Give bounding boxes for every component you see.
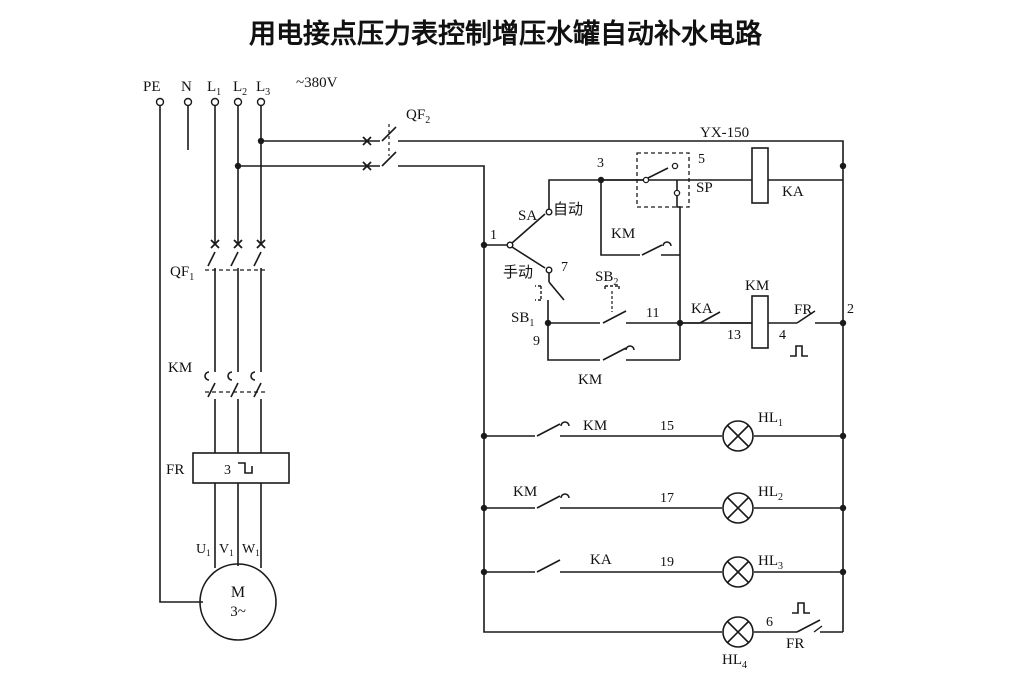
hl3-contact-label: KA	[590, 552, 612, 568]
motor-phase-label: 3~	[230, 604, 246, 620]
fr-thermal-contact-icon	[790, 345, 808, 357]
terminal-n	[183, 97, 193, 107]
sa-selector-wiring	[484, 179, 843, 269]
sa-manual-label: 手动	[503, 263, 533, 281]
node-15-label: 15	[660, 419, 674, 434]
sp-label: SP	[696, 180, 713, 196]
fr-thermal-relay	[192, 452, 290, 484]
hl1-contact-label: KM	[583, 418, 607, 434]
node-3-label: 3	[597, 156, 604, 171]
qf1-trip-marks	[210, 239, 266, 249]
sa-label: SA	[518, 208, 537, 224]
fr-hl4-label: FR	[786, 636, 804, 652]
node-17-label: 17	[660, 491, 674, 506]
terminal-pe	[155, 97, 165, 107]
node-2-label: 2	[847, 302, 854, 317]
node-1-dot	[480, 241, 488, 249]
hl4-label: HL4	[722, 652, 747, 671]
motor-terminal-w: W1	[242, 542, 260, 558]
sp-high-contact	[671, 162, 679, 170]
node-13-label: 13	[727, 328, 741, 343]
terminal-l2	[233, 97, 243, 107]
node-7-label: 7	[561, 260, 568, 275]
hl2-contact-label: KM	[513, 484, 537, 500]
sb2-label: SB2	[595, 269, 618, 288]
node-19-label: 19	[660, 555, 674, 570]
motor-label: M	[231, 584, 245, 601]
km-auto-hold-wiring	[600, 180, 680, 256]
terminal-l3-label: L3	[256, 79, 270, 98]
km-main-contact-arcs	[204, 371, 256, 381]
motor-terminal-v: V1	[219, 542, 234, 558]
qf2-trip-marks	[362, 136, 372, 171]
control-feed-wiring	[238, 126, 844, 633]
gauge-model-label: YX-150	[700, 125, 749, 141]
sa-manual-terminal	[545, 266, 553, 274]
ka-contact-label: KA	[691, 301, 713, 317]
km-lower-hold-label: KM	[578, 372, 602, 388]
node-4-label: 4	[779, 328, 786, 343]
sb1-label: SB1	[511, 310, 534, 329]
ka-coil-label: KA	[782, 184, 804, 200]
sp-low-contact	[673, 189, 681, 197]
hl2-lamp	[722, 492, 754, 524]
fr-thermal-icon	[238, 462, 253, 474]
supply-voltage-label: ~380V	[296, 75, 338, 91]
motor-terminal-u: U1	[196, 542, 211, 558]
sa-auto-label: 自动	[553, 200, 583, 218]
hl3-label: HL3	[758, 553, 783, 572]
terminal-n-label: N	[181, 79, 192, 95]
km-coil-label: KM	[745, 278, 769, 294]
indicator-wiring	[484, 421, 843, 633]
hl1-label: HL1	[758, 410, 783, 429]
sa-auto-terminal	[545, 208, 553, 216]
hl2-label: HL2	[758, 484, 783, 503]
node-9-label: 9	[533, 334, 540, 349]
node-11-label: 11	[646, 306, 659, 321]
junction-dot-ka	[839, 162, 847, 170]
fr-hl4-thermal-icon	[792, 602, 810, 614]
indicator-junction-dots	[480, 432, 847, 576]
terminal-pe-label: PE	[143, 79, 161, 95]
sa-common-terminal	[506, 241, 514, 249]
km-auto-hold-label: KM	[611, 226, 635, 242]
diagram-title: 用电接点压力表控制增压水罐自动补水电路	[249, 19, 762, 50]
sb1-pushbutton-icon	[535, 285, 542, 301]
hl3-lamp	[722, 556, 754, 588]
ka-series-contact	[680, 311, 752, 324]
hl4-lamp	[722, 616, 754, 648]
qf1-label: QF1	[170, 264, 194, 283]
fr-main-number: 3	[224, 463, 231, 478]
fr-hl4-nc-mark	[813, 625, 823, 633]
junction-dots-feed	[234, 137, 265, 170]
km-contactor-coil	[751, 295, 769, 349]
fr-contact-label: FR	[794, 302, 812, 318]
qf2-label: QF2	[406, 107, 430, 126]
terminal-l2-label: L2	[233, 79, 247, 98]
node-sb1-dot	[544, 319, 552, 327]
sp-common-contact	[642, 176, 650, 184]
node-1-label: 1	[490, 228, 497, 243]
fr-main-label: FR	[166, 462, 184, 478]
node-6-label: 6	[766, 615, 773, 630]
hl1-lamp	[722, 420, 754, 452]
node-2-dot	[839, 319, 847, 327]
ka-relay-coil	[751, 147, 769, 204]
terminal-l1-label: L1	[207, 79, 221, 98]
terminal-l1	[210, 97, 220, 107]
terminal-l3	[256, 97, 266, 107]
node-5-label: 5	[698, 152, 705, 167]
km-lower-hold-arc	[625, 345, 635, 351]
motor	[199, 563, 277, 641]
supply-terminals: PE N L1 L2 L3 ~380V	[143, 75, 338, 107]
sb2-pushbutton-icon	[604, 285, 620, 291]
km-main-label: KM	[168, 360, 192, 376]
main-power-wiring	[159, 106, 262, 603]
